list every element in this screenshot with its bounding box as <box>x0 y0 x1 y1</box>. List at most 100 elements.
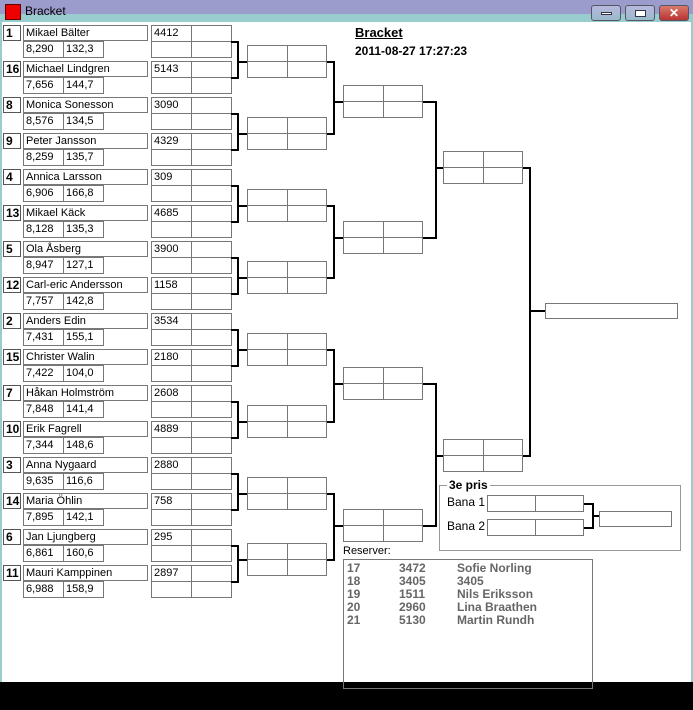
player-reaction-time[interactable]: 7,757 <box>23 293 64 310</box>
player-name[interactable]: Mikael Käck <box>23 205 148 221</box>
player-result-cell[interactable] <box>151 41 192 58</box>
lane2-cell[interactable] <box>535 519 584 536</box>
round2-match-cell[interactable] <box>247 261 288 278</box>
player-result-cell[interactable] <box>151 77 192 94</box>
round2-match-cell[interactable] <box>287 117 327 134</box>
player-speed[interactable]: 142,8 <box>63 293 104 310</box>
round2-match-cell[interactable] <box>247 333 288 350</box>
player-result-cell[interactable] <box>191 365 232 382</box>
player-speed[interactable]: 148,6 <box>63 437 104 454</box>
player-reaction-time[interactable]: 6,861 <box>23 545 64 562</box>
semifinal-match-cell[interactable] <box>443 455 484 472</box>
player-reaction-time[interactable]: 7,431 <box>23 329 64 346</box>
player-result-cell[interactable] <box>191 565 232 582</box>
player-result-cell[interactable] <box>151 293 192 310</box>
player-speed[interactable]: 135,3 <box>63 221 104 238</box>
quarterfinal-match-cell[interactable] <box>343 525 384 542</box>
quarterfinal-match-cell[interactable] <box>343 383 384 400</box>
round2-match-cell[interactable] <box>247 205 288 222</box>
round2-match-cell[interactable] <box>247 117 288 134</box>
player-speed[interactable]: 142,1 <box>63 509 104 526</box>
player-result-cell[interactable] <box>151 257 192 274</box>
player-name[interactable]: Christer Walin <box>23 349 148 365</box>
player-name[interactable]: Carl-eric Andersson <box>23 277 148 293</box>
player-result-cell[interactable] <box>191 437 232 454</box>
round2-match-cell[interactable] <box>287 477 327 494</box>
round2-match-cell[interactable] <box>287 205 327 222</box>
player-reaction-time[interactable]: 7,344 <box>23 437 64 454</box>
quarterfinal-match-cell[interactable] <box>343 367 384 384</box>
player-result-cell[interactable] <box>191 385 232 402</box>
player-result-cell[interactable] <box>151 437 192 454</box>
player-result-cell[interactable] <box>191 257 232 274</box>
quarterfinal-match-cell[interactable] <box>383 85 423 102</box>
player-result-cell[interactable] <box>191 185 232 202</box>
player-result-cell[interactable] <box>191 349 232 366</box>
player-name[interactable]: Anders Edin <box>23 313 148 329</box>
round2-match-cell[interactable] <box>287 333 327 350</box>
player-result-cell[interactable] <box>191 97 232 114</box>
round2-match-cell[interactable] <box>247 477 288 494</box>
player-result-cell[interactable] <box>151 473 192 490</box>
player-speed[interactable]: 155,1 <box>63 329 104 346</box>
player-speed[interactable]: 132,3 <box>63 41 104 58</box>
quarterfinal-match-cell[interactable] <box>343 85 384 102</box>
player-name[interactable]: Erik Fagrell <box>23 421 148 437</box>
semifinal-match-cell[interactable] <box>483 455 523 472</box>
player-result-cell[interactable] <box>191 473 232 490</box>
player-name[interactable]: Jan Ljungberg <box>23 529 148 545</box>
player-result-cell[interactable] <box>191 277 232 294</box>
player-number[interactable]: 2880 <box>151 457 192 474</box>
player-result-cell[interactable] <box>191 313 232 330</box>
title-bar[interactable]: Bracket ✕ <box>0 0 693 22</box>
player-name[interactable]: Peter Jansson <box>23 133 148 149</box>
player-reaction-time[interactable]: 8,576 <box>23 113 64 130</box>
third-place-winner-box[interactable] <box>599 511 672 527</box>
player-result-cell[interactable] <box>191 61 232 78</box>
lane2-cell[interactable] <box>487 519 536 536</box>
close-button[interactable]: ✕ <box>659 5 689 21</box>
player-reaction-time[interactable]: 9,635 <box>23 473 64 490</box>
player-result-cell[interactable] <box>191 509 232 526</box>
round2-match-cell[interactable] <box>247 277 288 294</box>
lane1-cell[interactable] <box>535 495 584 512</box>
round2-match-cell[interactable] <box>247 559 288 576</box>
player-result-cell[interactable] <box>151 221 192 238</box>
player-speed[interactable]: 116,6 <box>63 473 104 490</box>
player-result-cell[interactable] <box>191 113 232 130</box>
player-result-cell[interactable] <box>191 293 232 310</box>
player-reaction-time[interactable]: 8,128 <box>23 221 64 238</box>
round2-match-cell[interactable] <box>247 349 288 366</box>
player-name[interactable]: Monica Sonesson <box>23 97 148 113</box>
minimize-button[interactable] <box>591 5 621 21</box>
player-result-cell[interactable] <box>151 185 192 202</box>
round2-match-cell[interactable] <box>287 189 327 206</box>
round2-match-cell[interactable] <box>247 133 288 150</box>
player-reaction-time[interactable]: 8,259 <box>23 149 64 166</box>
quarterfinal-match-cell[interactable] <box>383 237 423 254</box>
player-reaction-time[interactable]: 8,947 <box>23 257 64 274</box>
player-result-cell[interactable] <box>191 545 232 562</box>
round2-match-cell[interactable] <box>247 421 288 438</box>
player-speed[interactable]: 160,6 <box>63 545 104 562</box>
quarterfinal-match-cell[interactable] <box>383 101 423 118</box>
player-name[interactable]: Håkan Holmström <box>23 385 148 401</box>
player-result-cell[interactable] <box>151 401 192 418</box>
player-name[interactable]: Annica Larsson <box>23 169 148 185</box>
player-result-cell[interactable] <box>191 133 232 150</box>
quarterfinal-match-cell[interactable] <box>383 509 423 526</box>
player-number[interactable]: 5143 <box>151 61 192 78</box>
player-number[interactable]: 309 <box>151 169 192 186</box>
player-result-cell[interactable] <box>191 77 232 94</box>
player-name[interactable]: Mauri Kamppinen <box>23 565 148 581</box>
quarterfinal-match-cell[interactable] <box>383 221 423 238</box>
player-number[interactable]: 2608 <box>151 385 192 402</box>
player-result-cell[interactable] <box>151 149 192 166</box>
player-number[interactable]: 3090 <box>151 97 192 114</box>
player-result-cell[interactable] <box>151 365 192 382</box>
player-number[interactable]: 758 <box>151 493 192 510</box>
round2-match-cell[interactable] <box>287 277 327 294</box>
semifinal-match-cell[interactable] <box>483 151 523 168</box>
player-result-cell[interactable] <box>191 401 232 418</box>
player-speed[interactable]: 135,7 <box>63 149 104 166</box>
